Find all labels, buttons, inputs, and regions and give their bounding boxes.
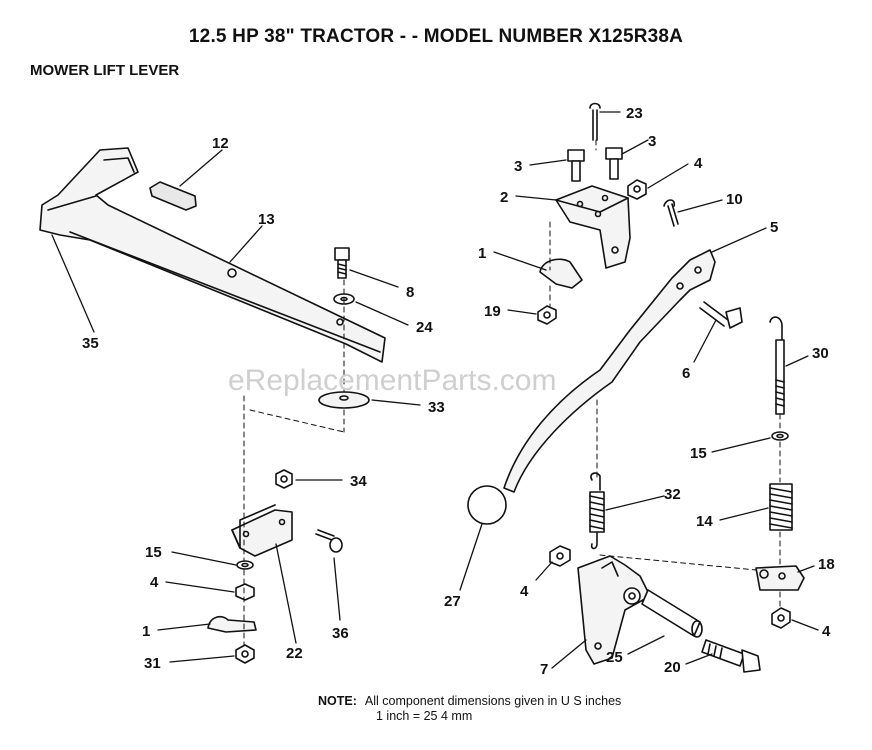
note-line-2: 1 inch = 25 4 mm bbox=[376, 709, 473, 723]
dimensions-note: NOTE: All component dimensions given in U… bbox=[318, 694, 621, 724]
note-line-1: All component dimensions given in U S in… bbox=[364, 694, 622, 708]
part-12-grip bbox=[149, 181, 197, 211]
callout-15-right: 15 bbox=[690, 445, 707, 462]
callout-8: 8 bbox=[406, 284, 414, 301]
part-32-spring bbox=[589, 472, 605, 550]
callout-4-top: 4 bbox=[694, 155, 703, 172]
callout-33: 33 bbox=[428, 399, 445, 416]
callout-30: 30 bbox=[812, 345, 829, 362]
part-30-rod bbox=[769, 316, 785, 415]
part-2-bracket bbox=[555, 185, 631, 269]
section-subtitle: MOWER LIFT LEVER bbox=[30, 62, 180, 79]
callout-36: 36 bbox=[332, 625, 349, 642]
callout-15-left: 15 bbox=[145, 544, 162, 561]
part-20-bolt bbox=[701, 639, 761, 673]
callout-14: 14 bbox=[696, 513, 713, 530]
callout-13: 13 bbox=[258, 211, 275, 228]
callout-1-upper: 1 bbox=[478, 245, 486, 262]
callout-3-left: 3 bbox=[514, 158, 522, 175]
callout-19: 19 bbox=[484, 303, 501, 320]
callout-20: 20 bbox=[664, 659, 681, 676]
part-8-bolt bbox=[334, 247, 350, 279]
part-7-pivot-bracket bbox=[577, 555, 651, 665]
callout-23: 23 bbox=[626, 105, 643, 122]
callout-1-left: 1 bbox=[142, 623, 150, 640]
part-5-lift-lever bbox=[503, 249, 716, 493]
callout-4-right: 4 bbox=[822, 623, 831, 640]
note-label: NOTE: bbox=[318, 694, 357, 708]
callout-22: 22 bbox=[286, 645, 303, 662]
callout-6: 6 bbox=[682, 365, 690, 382]
part-3-bolts bbox=[567, 147, 623, 182]
callout-25: 25 bbox=[606, 649, 623, 666]
watermark-text: eReplacementParts.com bbox=[228, 364, 556, 397]
callout-18: 18 bbox=[818, 556, 835, 573]
callout-35: 35 bbox=[82, 335, 99, 352]
callout-24: 24 bbox=[416, 319, 433, 336]
part-13-lift-bar bbox=[39, 147, 386, 363]
callout-4-middle: 4 bbox=[520, 583, 529, 600]
callout-12: 12 bbox=[212, 135, 229, 152]
callout-27: 27 bbox=[444, 593, 461, 610]
callout-34: 34 bbox=[350, 473, 367, 490]
callout-31: 31 bbox=[144, 655, 161, 672]
page-title: 12.5 HP 38" TRACTOR - - MODEL NUMBER X12… bbox=[188, 26, 684, 47]
callout-7: 7 bbox=[540, 661, 548, 678]
part-22-bracket bbox=[231, 504, 293, 557]
callout-4-left: 4 bbox=[150, 574, 159, 591]
callout-32: 32 bbox=[664, 486, 681, 503]
part-14-spring bbox=[769, 483, 793, 531]
callout-2: 2 bbox=[500, 189, 508, 206]
callout-3-right: 3 bbox=[648, 133, 656, 150]
callout-5: 5 bbox=[770, 219, 778, 236]
callout-10: 10 bbox=[726, 191, 743, 208]
